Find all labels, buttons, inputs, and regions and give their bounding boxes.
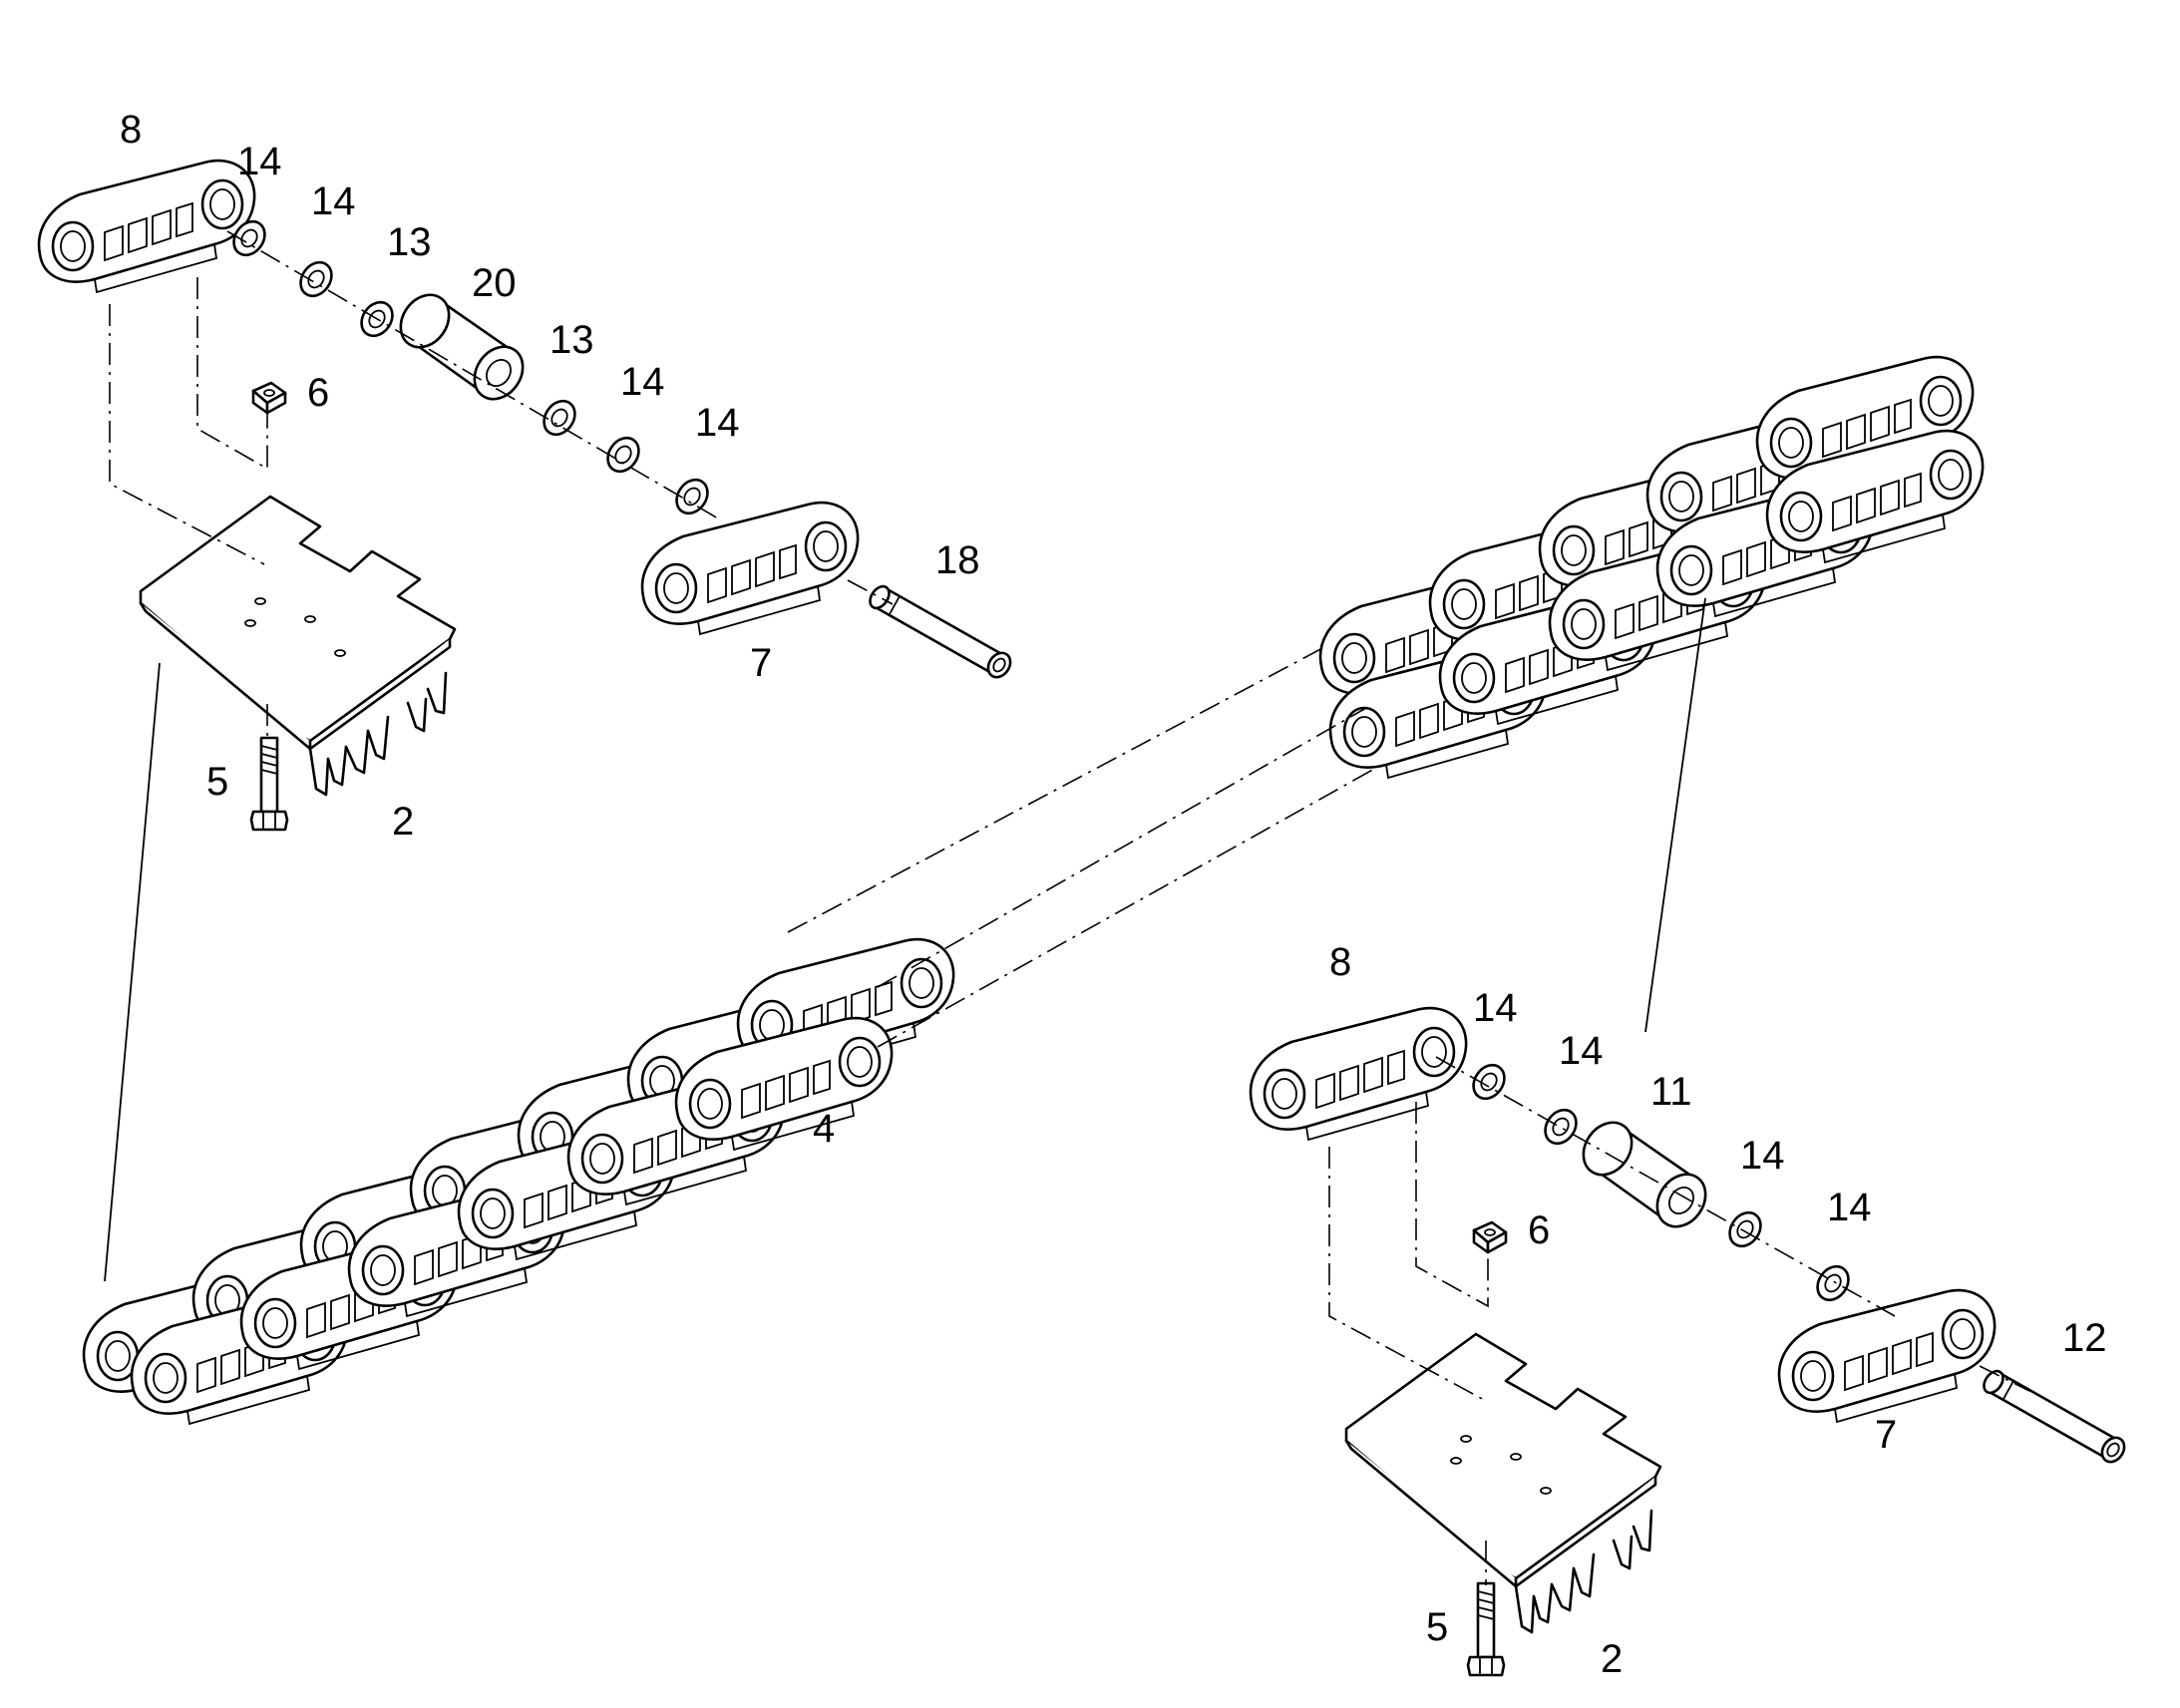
callout-pin-top-left: 18	[935, 538, 980, 582]
inner-link-bottom-right	[1777, 1288, 1997, 1424]
square-nut-bottom-right	[1472, 1220, 1508, 1254]
solid-leader-left	[104, 662, 161, 1282]
callout-bushing-bottom-right: 11	[1650, 1070, 1692, 1114]
callout-pin-bottom-right: 12	[2062, 1316, 2107, 1360]
outer-link-bottom-right	[1249, 1006, 1468, 1142]
callout-washer-top-left-d: 14	[695, 401, 740, 445]
callout-outer-link-top-left: 8	[120, 108, 142, 152]
outer-link-top-left	[37, 159, 256, 294]
callout-nut-top-left: 6	[307, 371, 329, 415]
chain-gap-line-c	[877, 767, 1377, 1048]
callout-washer-bottom-right-d: 14	[1827, 1186, 1872, 1229]
shoe-bolt-bottom-right	[1466, 1581, 1506, 1677]
leader-pin-bottom-right	[1979, 1365, 2030, 1392]
callout-shoe-bottom-right: 2	[1601, 1637, 1623, 1681]
callout-washer-bottom-right-b: 14	[1559, 1029, 1604, 1073]
track-shoe-bottom-right	[1344, 1332, 1662, 1634]
washer-top-left-b	[292, 254, 340, 304]
leader-link-to-shoe-bottom	[1328, 1147, 1487, 1402]
callout-inner-link-top-left: 7	[750, 641, 772, 685]
chain-lower-left-section	[82, 937, 955, 1426]
callout-labels: 8 14 14 13 20 13 14 14 6 18 7 5 2 4 8 14…	[120, 108, 2107, 1681]
leader-pin-top-left	[847, 579, 894, 605]
shoe-bolt-top-left	[249, 736, 289, 832]
square-nut-top-left	[251, 381, 287, 415]
chain-gap-line-a	[787, 645, 1327, 933]
callout-inner-link-bottom-right: 7	[1875, 1413, 1897, 1457]
leader-axis-top-left	[226, 230, 719, 519]
callout-outer-link-bottom-right: 8	[1329, 940, 1351, 984]
callout-bolt-top-left: 5	[206, 760, 228, 804]
leader-nut-bottom-right	[1415, 1102, 1489, 1308]
leader-axis-bottom-right	[1435, 1056, 1896, 1317]
assembled-track-chain	[82, 355, 1985, 1426]
callout-washer-bottom-right-a: 14	[1473, 986, 1518, 1030]
pin-bottom-right	[1979, 1366, 2130, 1468]
callout-washer-top-left-a: 14	[237, 140, 282, 183]
callout-spacer-top-left-b: 13	[549, 318, 594, 362]
solid-leader-right	[1644, 597, 1706, 1033]
inner-link-top-left	[640, 501, 860, 636]
callout-nut-bottom-right: 6	[1528, 1208, 1550, 1252]
callout-chain: 4	[813, 1107, 835, 1151]
washer-bottom-right-b	[1537, 1102, 1585, 1152]
top-left-assembly	[37, 159, 1016, 832]
callout-spacer-top-left-a: 13	[387, 220, 432, 264]
leader-link-to-shoe	[109, 304, 265, 565]
callout-bolt-bottom-right: 5	[1426, 1605, 1448, 1649]
callout-washer-top-left-c: 14	[620, 360, 665, 404]
callout-shoe-top-left: 2	[392, 800, 414, 844]
chain-gap-line-b	[877, 707, 1367, 988]
track-shoe-top-left	[139, 495, 457, 797]
washer-bottom-right-a	[1465, 1057, 1513, 1107]
pin-top-left	[865, 581, 1016, 683]
leader-nut-top-left	[196, 277, 268, 471]
bottom-right-assembly	[1249, 1006, 2130, 1677]
chain-upper-right-section	[1318, 355, 1985, 780]
callout-washer-top-left-b: 14	[311, 179, 356, 223]
washer-bottom-right-d	[1809, 1258, 1857, 1308]
callout-washer-bottom-right-c: 14	[1740, 1134, 1785, 1178]
washer-bottom-right-c	[1721, 1204, 1769, 1254]
callout-bushing-top-left: 20	[472, 261, 517, 305]
